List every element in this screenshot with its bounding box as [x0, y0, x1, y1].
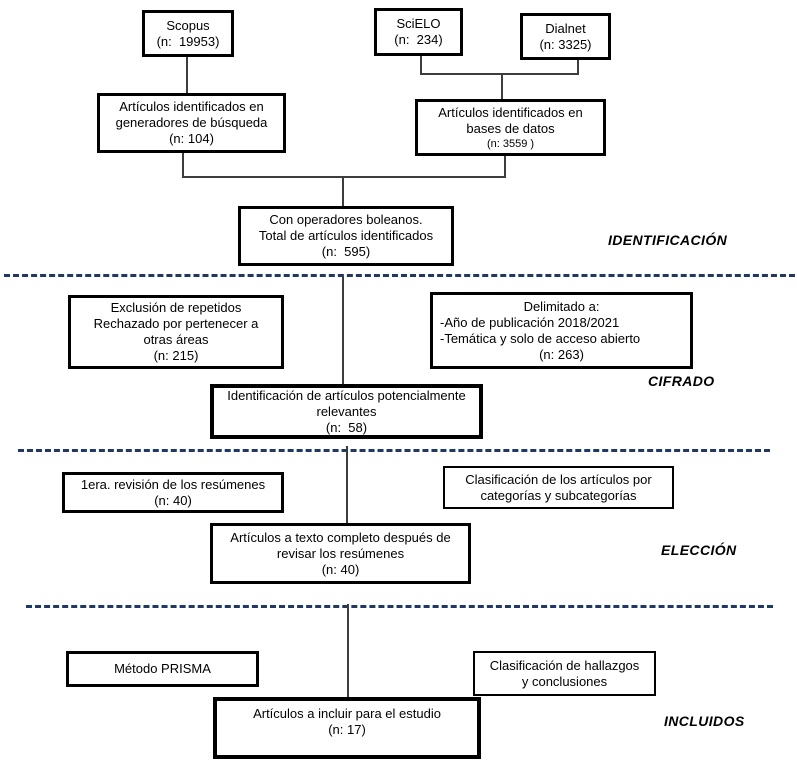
box-full-text-review: Artículos a texto completo después de re… [210, 523, 471, 584]
box-classification-categories: Clasificación de los artículos por categ… [443, 466, 674, 509]
phase-label-eleccion: ELECCIÓN [661, 542, 737, 558]
phase-label-identificacion: IDENTIFICACIÓN [608, 232, 728, 248]
connector-join-row2 [182, 176, 506, 178]
box-text: generadores de búsqueda [115, 115, 268, 130]
connector-spine-eleccion-incluidos [347, 604, 349, 697]
box-boolean-operators: Con operadores boleanos. Total de artícu… [238, 206, 454, 266]
box-text: bases de datos [466, 120, 555, 136]
connector-join-to-databases [501, 73, 503, 99]
connector-scielo-down [420, 56, 422, 75]
box-text: Artículos identificados en [119, 99, 264, 114]
box-text: (n: 104) [169, 131, 214, 146]
box-text: (n: 40) [154, 492, 192, 508]
box-text: (n: 595) [321, 244, 371, 259]
connector-dialnet-down [577, 60, 579, 75]
box-text: (n: 3559 ) [486, 137, 535, 150]
box-text: Scopus [166, 17, 210, 33]
phase-separator-3 [26, 605, 773, 608]
box-scielo: SciELO (n: 234) [374, 8, 463, 56]
box-included-articles: Artículos a incluir para el estudio (n: … [213, 697, 481, 759]
box-text: Clasificación de los artículos por [465, 471, 652, 487]
box-text: relevantes [316, 403, 377, 419]
box-text: Método PRISMA [114, 661, 211, 676]
box-text: (n: 40) [321, 561, 360, 577]
box-text: (n: 263) [539, 346, 584, 362]
box-classification-findings: Clasificación de hallazgos y conclusione… [473, 651, 656, 696]
connector-scopus-down [186, 57, 188, 93]
box-text: -Temática y solo de acceso abierto [440, 330, 641, 346]
box-text: otras áreas [143, 332, 209, 347]
box-text: revisar los resúmenes [276, 545, 405, 561]
box-text: y conclusiones [521, 673, 608, 689]
box-text: (n: 19953) [156, 33, 220, 49]
box-first-review: 1era. revisión de los resúmenes (n: 40) [62, 472, 284, 513]
box-text: Rechazado por pertenecer a [93, 316, 259, 331]
connector-search-engines-down [182, 153, 184, 178]
box-text: 1era. revisión de los resúmenes [80, 476, 266, 492]
box-text: Artículos a texto completo después de [230, 529, 451, 545]
connector-spine-cifrado-eleccion [346, 446, 348, 523]
box-text: (n: 234) [394, 32, 443, 47]
connector-join-to-boolean [342, 176, 344, 206]
box-prisma-method: Método PRISMA [66, 651, 259, 687]
box-text: (n: 3325) [539, 36, 592, 52]
phase-label-cifrado: CIFRADO [648, 373, 715, 389]
connector-databases-down [504, 156, 506, 178]
connector-join-scielo-dialnet [420, 73, 579, 75]
box-text: Artículos identificados en [438, 104, 583, 120]
box-text: -Año de publicación 2018/2021 [440, 314, 620, 330]
box-text: SciELO [396, 16, 441, 31]
box-exclusion: Exclusión de repetidos Rechazado por per… [68, 295, 284, 369]
box-potentially-relevant: Identificación de artículos potencialmen… [210, 384, 483, 439]
box-dialnet: Dialnet (n: 3325) [520, 13, 611, 60]
box-search-engines: Artículos identificados en generadores d… [97, 93, 286, 153]
box-text: categorías y subcategorías [480, 487, 637, 503]
box-text: Identificación de artículos potencialmen… [227, 387, 466, 403]
box-delimited: Delimitado a: -Año de publicación 2018/2… [430, 292, 693, 369]
box-text: (n: 215) [153, 348, 199, 363]
box-text: Con operadores boleanos. [269, 212, 423, 227]
box-databases: Artículos identificados en bases de dato… [415, 99, 606, 156]
box-text: Clasificación de hallazgos [489, 657, 640, 673]
phase-separator-1 [4, 274, 795, 277]
phase-separator-2 [18, 449, 770, 452]
box-text: Delimitado a: [523, 298, 600, 314]
box-text: Total de artículos identificados [258, 228, 434, 243]
box-text: (n: 58) [325, 419, 368, 435]
box-text: (n: 17) [328, 722, 366, 737]
box-text: Artículos a incluir para el estudio [253, 706, 441, 721]
box-scopus: Scopus (n: 19953) [142, 10, 234, 57]
connector-spine-identificacion-cifrado [342, 276, 344, 384]
box-text: Dialnet [545, 20, 586, 36]
box-text: Exclusión de repetidos [110, 300, 242, 315]
phase-label-incluidos: INCLUIDOS [664, 713, 745, 729]
